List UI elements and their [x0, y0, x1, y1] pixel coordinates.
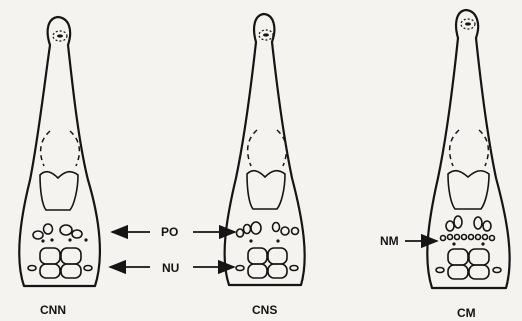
label-cns: CNS — [252, 303, 277, 317]
skull-cns — [225, 14, 305, 285]
skull-cnn — [19, 17, 100, 286]
label-cm: CM — [457, 306, 476, 320]
pores-cnn — [33, 224, 88, 243]
skull-cm — [427, 10, 509, 288]
label-po: PO — [161, 225, 178, 239]
nubbins-cns — [236, 248, 298, 278]
pores-cns — [237, 222, 299, 243]
pores-cm — [441, 216, 495, 246]
nubbins-cm — [436, 249, 501, 279]
label-cnn: CNN — [40, 303, 66, 317]
label-nm: NM — [380, 234, 399, 248]
nubbins-cnn — [28, 248, 92, 278]
label-nu: NU — [162, 261, 179, 275]
